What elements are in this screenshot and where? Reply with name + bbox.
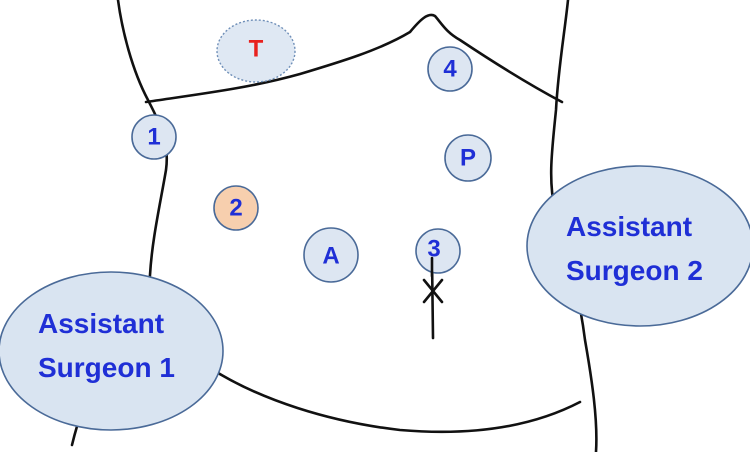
port-t: T — [216, 19, 296, 83]
port-4-label: 4 — [443, 56, 457, 83]
port-4-circle — [427, 46, 473, 92]
port-3: 3 — [415, 228, 461, 274]
port-p-label: P — [460, 145, 476, 172]
umbilicus-x-mark — [422, 278, 444, 304]
port-p-circle — [444, 134, 492, 182]
assistant-surgeon-1-line2: Surgeon 1 — [38, 352, 175, 383]
port-3-label: 3 — [427, 236, 440, 263]
port-a-label: A — [322, 243, 339, 270]
port-2: 2 — [213, 185, 259, 231]
lower-abdomen-line — [208, 366, 582, 434]
assistant-surgeon-1: Assistant Surgeon 1 — [0, 271, 224, 431]
port-1-label: 1 — [147, 124, 160, 151]
assistant-surgeon-2-line2: Surgeon 2 — [566, 255, 703, 286]
port-3-circle — [415, 228, 461, 274]
port-t-marker — [216, 19, 296, 83]
port-2-circle — [213, 185, 259, 231]
port-t-label: T — [249, 36, 264, 63]
costal-margin-line — [144, 13, 564, 104]
port-1: 1 — [131, 114, 177, 160]
port-1-circle — [131, 114, 177, 160]
assistant-surgeon-1-bubble — [0, 271, 224, 431]
assistant-surgeon-1-line1: Assistant — [38, 308, 164, 339]
assistant-surgeon-2-bubble — [526, 165, 750, 327]
port-a-circle — [303, 227, 359, 283]
port-4: 4 — [427, 46, 473, 92]
port-2-label: 2 — [229, 195, 242, 222]
port-a: A — [303, 227, 359, 283]
assistant-surgeon-2-line1: Assistant — [566, 211, 692, 242]
assistant-surgeon-2: Assistant Surgeon 2 — [526, 165, 750, 327]
port-p: P — [444, 134, 492, 182]
